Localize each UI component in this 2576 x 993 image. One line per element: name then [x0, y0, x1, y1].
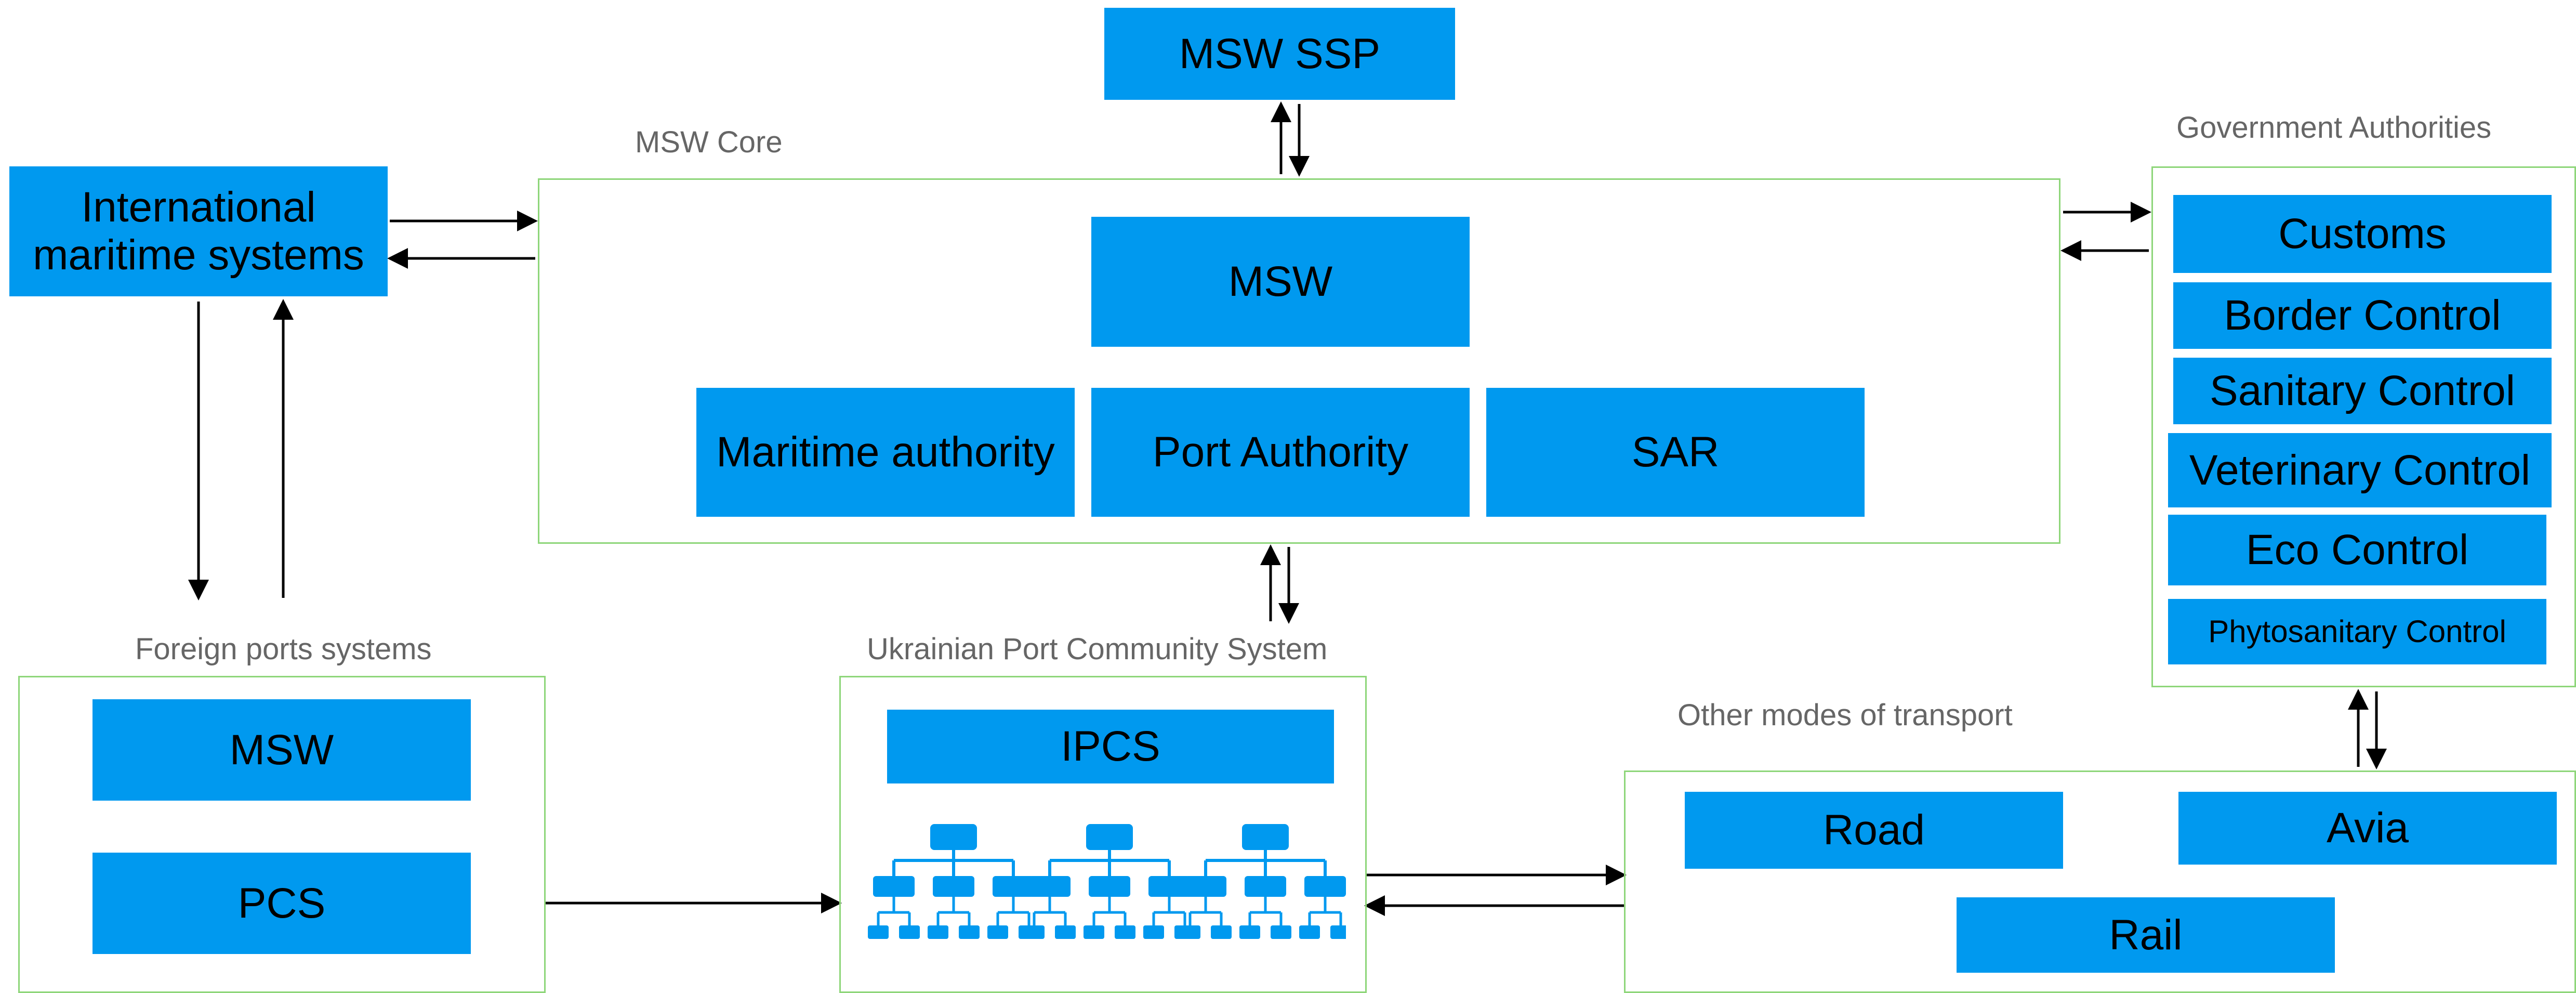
- foreign-pcs-box: PCS: [93, 853, 471, 954]
- customs-box: Customs: [2173, 195, 2552, 273]
- veterinary-control-box: Veterinary Control: [2168, 433, 2552, 507]
- msw-core-frame: [538, 178, 2060, 544]
- foreign-msw-box: MSW: [93, 699, 471, 801]
- government-authorities-label: Government Authorities: [2176, 111, 2492, 145]
- msw-core-msw-box: MSW: [1091, 217, 1470, 347]
- government-authorities-frame: [2151, 166, 2576, 687]
- other-modes-label: Other modes of transport: [1677, 698, 2013, 732]
- avia-box: Avia: [2178, 792, 2557, 865]
- msw-core-label: MSW Core: [635, 125, 783, 159]
- ukrainian-pcs-label: Ukrainian Port Community System: [867, 632, 1328, 666]
- maritime-authority-box: Maritime authority: [696, 388, 1075, 517]
- sar-box: SAR: [1486, 388, 1865, 517]
- sanitary-control-box: Sanitary Control: [2173, 358, 2552, 424]
- road-box: Road: [1685, 792, 2063, 869]
- border-control-box: Border Control: [2173, 282, 2552, 349]
- ipcs-box: IPCS: [887, 710, 1334, 783]
- foreign-ports-systems-label: Foreign ports systems: [135, 632, 432, 666]
- network-hierarchy-icon: [868, 821, 1346, 957]
- msw-ssp-box: MSW SSP: [1104, 8, 1455, 100]
- rail-box: Rail: [1957, 897, 2335, 973]
- eco-control-box: Eco Control: [2168, 515, 2546, 585]
- international-maritime-systems-box: International maritime systems: [9, 166, 388, 296]
- port-authority-box: Port Authority: [1091, 388, 1470, 517]
- phytosanitary-control-box: Phytosanitary Control: [2168, 599, 2546, 664]
